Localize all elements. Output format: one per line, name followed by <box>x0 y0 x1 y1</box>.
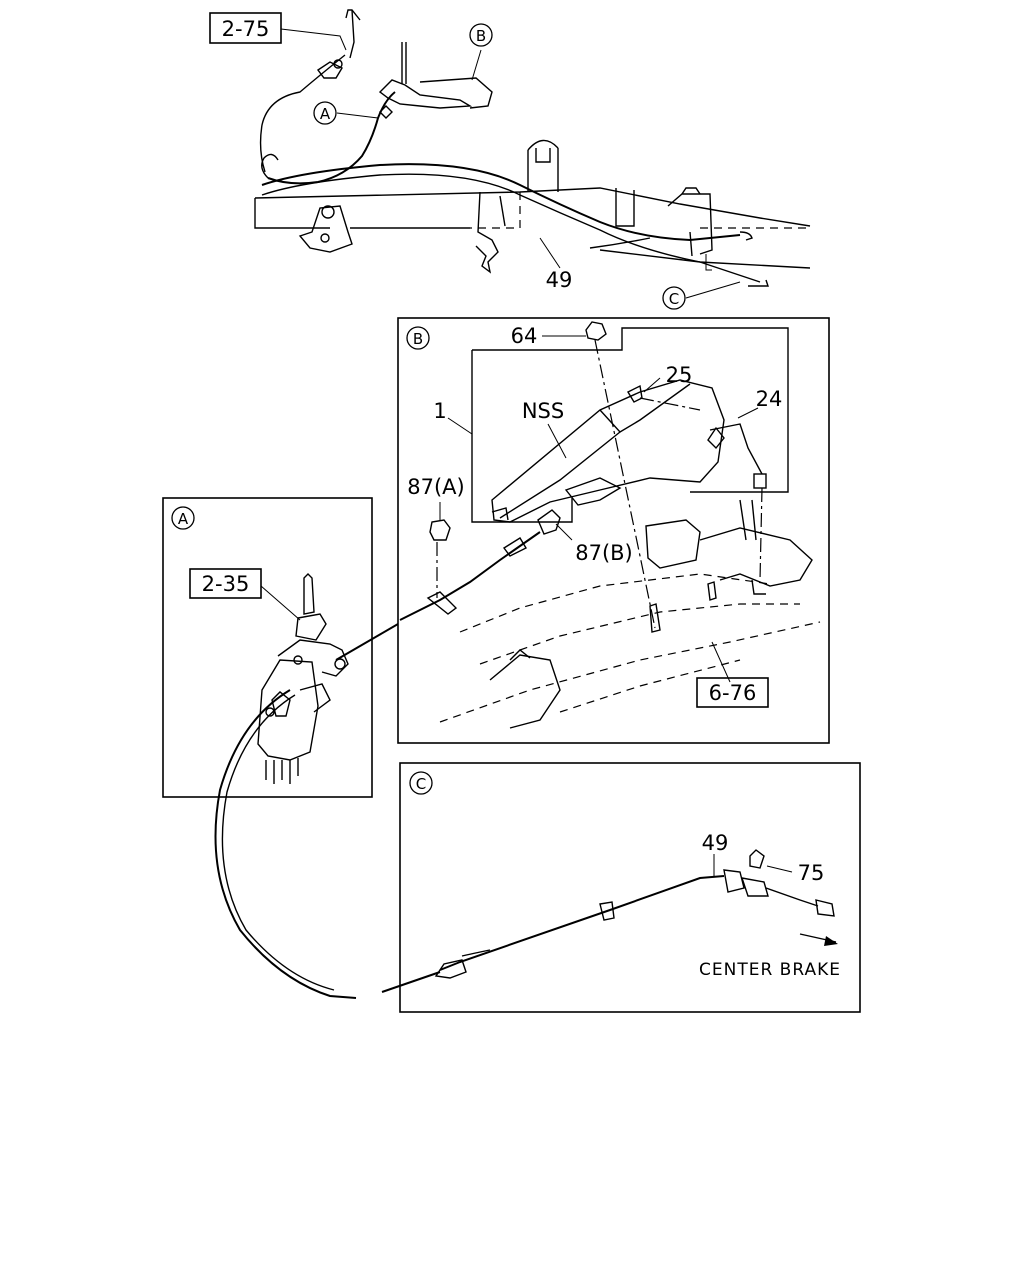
detail-a-panel: A 2-35 <box>162 497 373 798</box>
overview-labels: 2-75 B A 49 C <box>209 12 686 310</box>
callout-b-top: B <box>476 27 486 45</box>
center-brake-label: CENTER BRAKE <box>699 960 841 980</box>
detail-c-callout: C <box>416 775 426 793</box>
detail-b-callout-circle <box>406 326 430 350</box>
reference-6-76: 6-76 <box>709 681 757 705</box>
part-number-49-detail-c: 49 <box>702 831 729 855</box>
reference-box-6-76 <box>696 677 769 708</box>
part-number-25: 25 <box>666 363 693 387</box>
detail-a-callout: A <box>178 510 189 528</box>
overview-frame-drawing <box>254 9 811 299</box>
part-number-87b: 87(B) <box>575 541 633 565</box>
reference-box-2-75 <box>209 12 282 44</box>
detail-c-panel: C 49 75 CENTER BRAKE <box>399 762 861 1013</box>
callout-circle-c <box>662 286 686 310</box>
arrowhead-icon <box>824 936 838 946</box>
reference-box-2-35 <box>189 568 262 599</box>
reference-2-75: 2-75 <box>222 17 270 41</box>
part-number-1: 1 <box>433 399 446 423</box>
part-number-24: 24 <box>756 387 783 411</box>
callout-circle-b <box>469 23 493 47</box>
detail-b-panel: B <box>397 317 830 744</box>
detail-a-callout-circle <box>171 506 195 530</box>
part-label-nss: NSS <box>522 399 564 423</box>
callout-circle-a <box>313 101 337 125</box>
part-number-87a: 87(A) <box>407 475 464 499</box>
callout-a-top: A <box>320 105 331 123</box>
reference-2-35: 2-35 <box>202 572 250 596</box>
detail-b-callout: B <box>413 330 423 348</box>
detail-c-border <box>399 762 861 1013</box>
detail-a-border <box>162 497 373 798</box>
main-cable-49 <box>214 623 441 999</box>
part-number-49-overview: 49 <box>546 268 573 292</box>
detail-c-callout-circle <box>409 771 433 795</box>
part-number-64: 64 <box>511 324 538 348</box>
detail-b-border <box>397 317 830 744</box>
callout-c-top: C <box>669 290 679 308</box>
part-number-75: 75 <box>798 861 825 885</box>
